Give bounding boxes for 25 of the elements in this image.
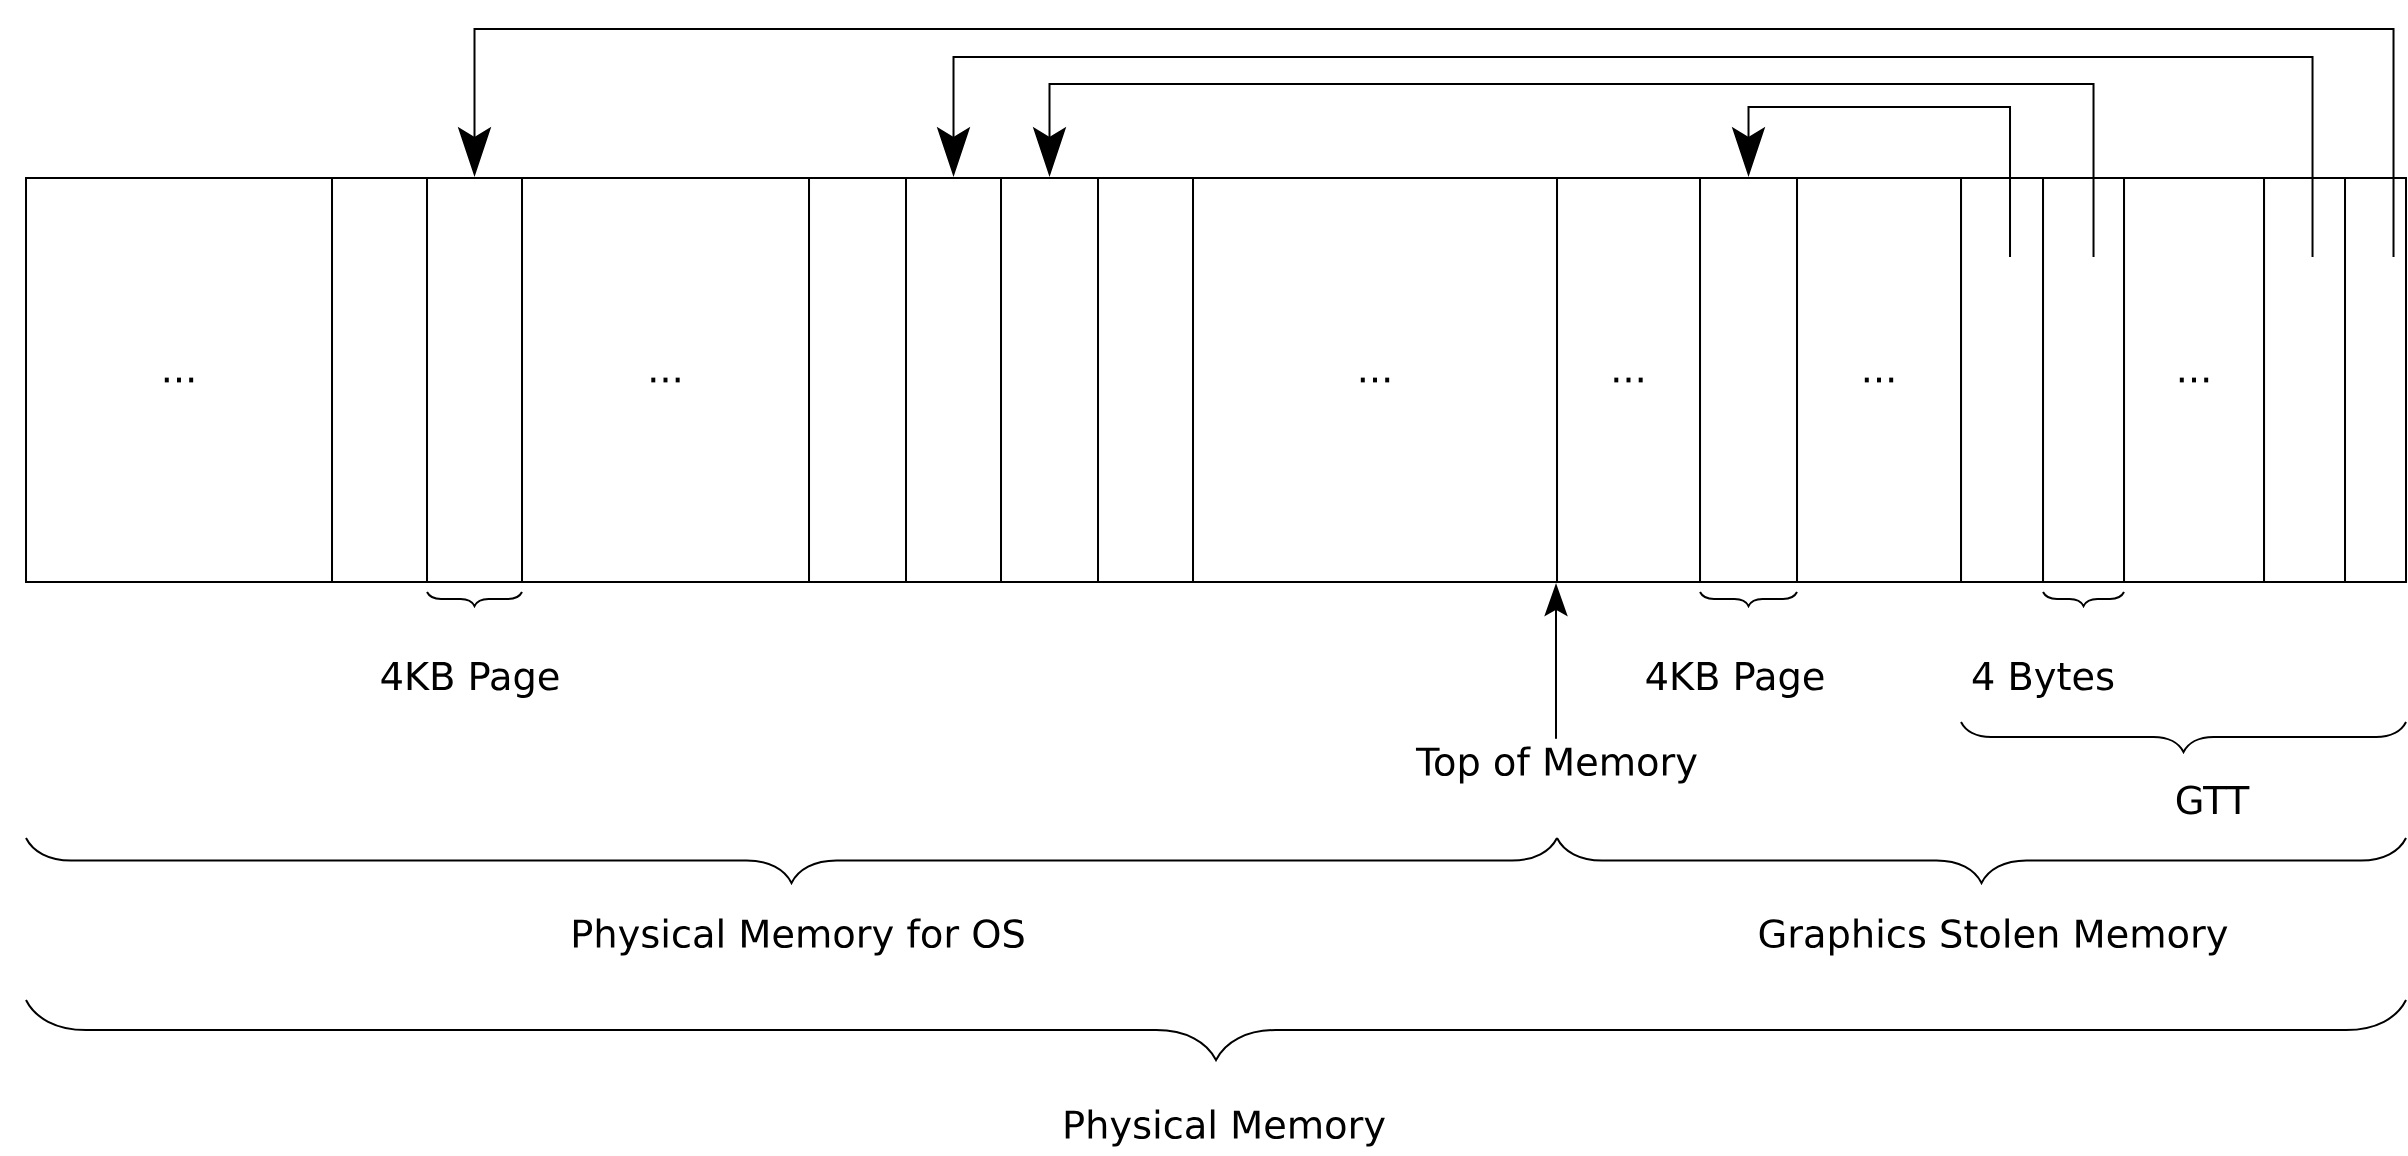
memory-cell: ... <box>2123 177 2266 583</box>
memory-cell <box>1960 177 2044 583</box>
region-label: Graphics Stolen Memory <box>1759 918 2228 956</box>
memory-cell: ... <box>521 177 810 583</box>
boundary-label: Top of Memory <box>1415 746 1697 784</box>
memory-cell <box>2263 177 2346 583</box>
memory-cell: ... <box>25 177 333 583</box>
memory-cell <box>905 177 1002 583</box>
memory-cell: ... <box>1556 177 1701 583</box>
memory-cell <box>1000 177 1099 583</box>
memory-cell <box>808 177 907 583</box>
size-label: 4KB Page <box>381 662 559 698</box>
memory-cell <box>2042 177 2125 583</box>
size-label: 4KB Page <box>1646 662 1824 698</box>
memory-cell <box>1097 177 1194 583</box>
memory-cell: ... <box>1796 177 1962 583</box>
memory-cell: ... <box>1192 177 1558 583</box>
memory-cell <box>331 177 428 583</box>
region-label: Physical Memory for OS <box>573 918 1024 956</box>
memory-cell <box>1699 177 1798 583</box>
region-label: Physical Memory <box>1065 1109 1385 1147</box>
size-label: 4 Bytes <box>1972 662 2114 698</box>
memory-cell <box>2344 177 2407 583</box>
memory-cell <box>426 177 523 583</box>
region-label: GTT <box>2176 785 2250 815</box>
